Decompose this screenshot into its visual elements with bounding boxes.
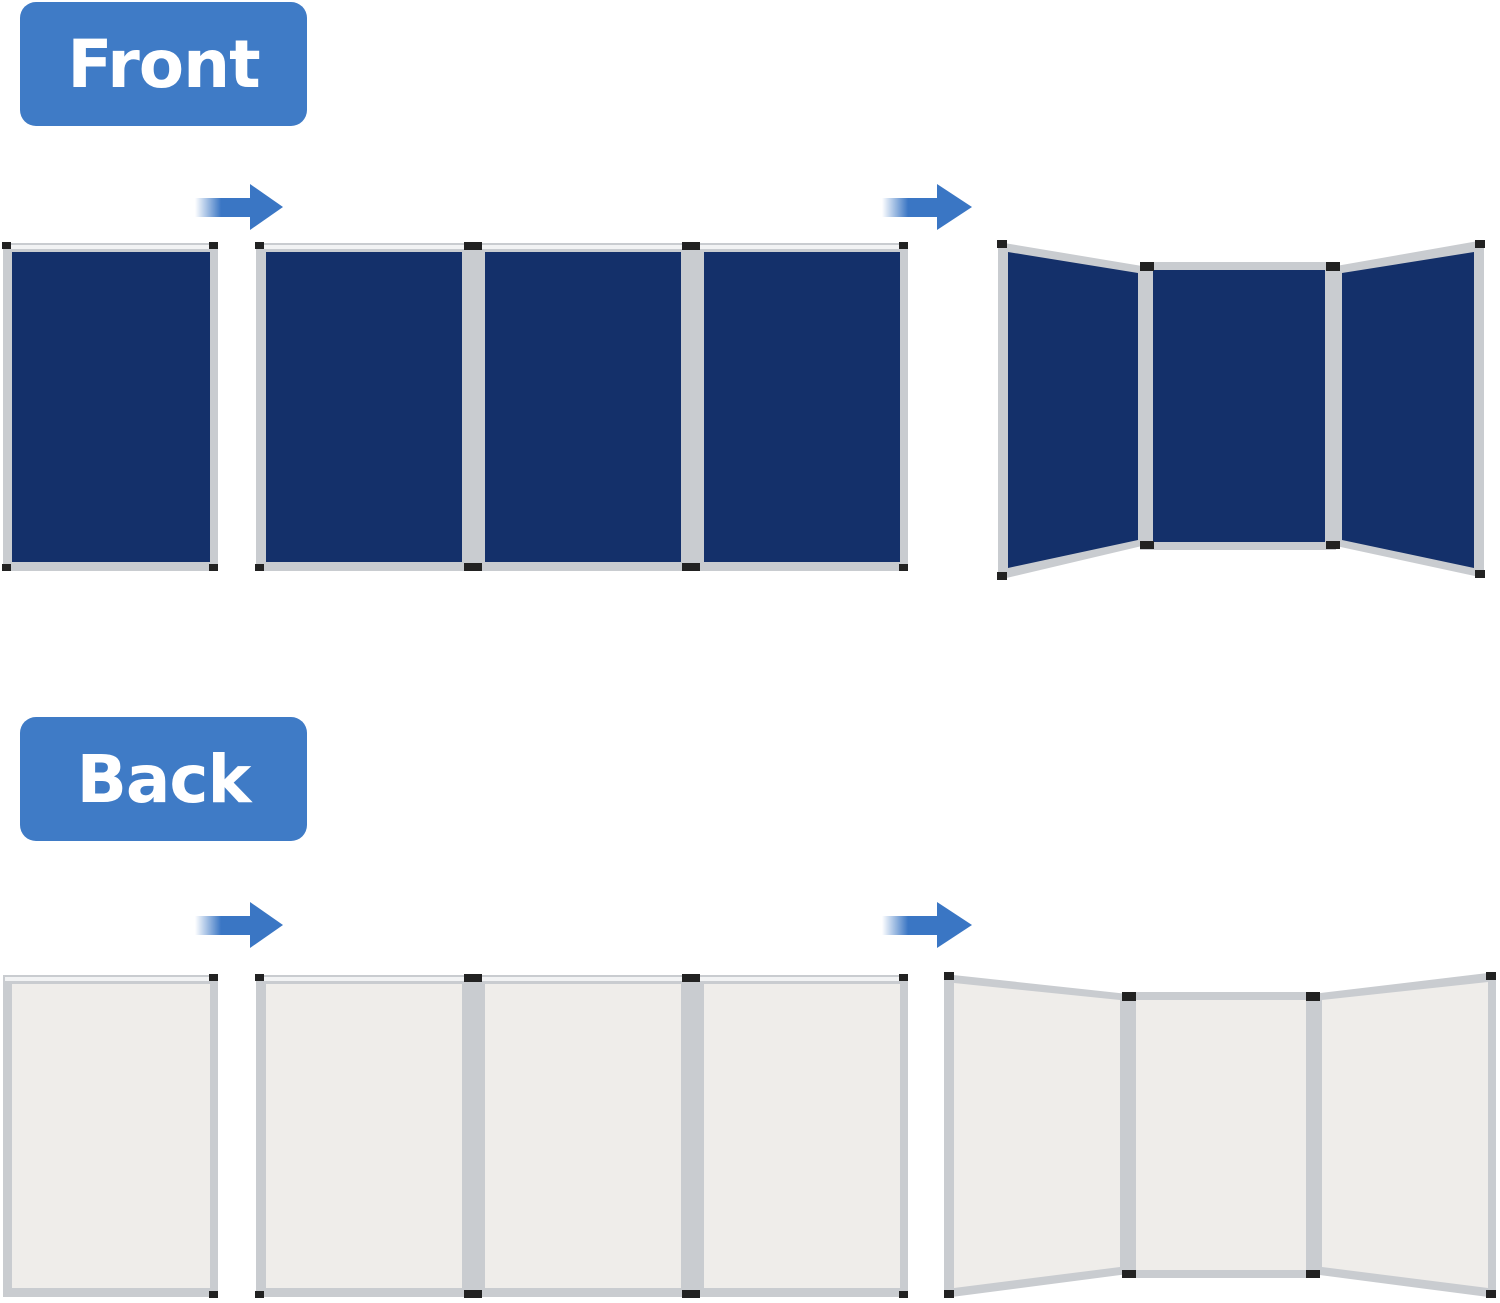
front-label-badge: Front bbox=[20, 2, 307, 126]
single-back-panel bbox=[3, 974, 218, 1298]
three-front-panels-folded bbox=[997, 240, 1485, 580]
three-front-panels-flat bbox=[255, 242, 908, 571]
back-label-badge: Back bbox=[20, 717, 307, 841]
arrow-right-icon bbox=[882, 184, 972, 230]
three-back-panels-flat bbox=[255, 974, 908, 1298]
single-front-panel bbox=[2, 242, 218, 571]
three-back-panels-folded bbox=[944, 972, 1496, 1298]
front-illustration bbox=[2, 184, 1485, 580]
back-illustration bbox=[3, 902, 1496, 1298]
arrow-right-icon bbox=[882, 902, 972, 948]
arrow-right-icon bbox=[195, 184, 283, 230]
arrow-right-icon bbox=[195, 902, 283, 948]
